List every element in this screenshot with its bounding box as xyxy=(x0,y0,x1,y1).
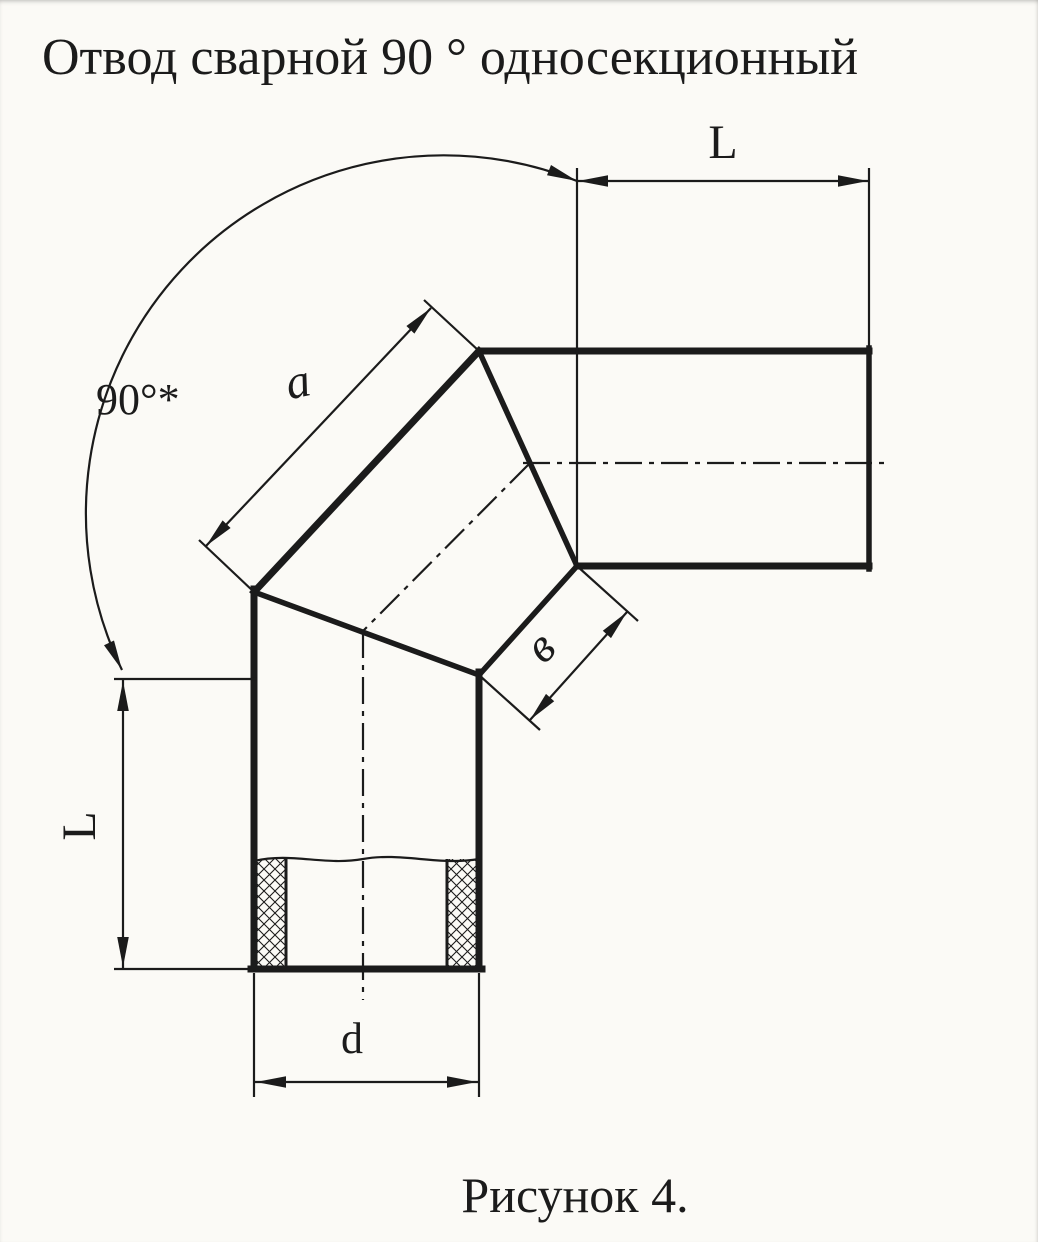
label-segment-b: в xyxy=(514,621,566,674)
miter-inner-face xyxy=(475,562,581,679)
label-segment-a: a xyxy=(281,353,315,410)
break-line xyxy=(253,855,480,863)
drawing-title: Отвод сварной 90 ° односекционный xyxy=(42,29,858,86)
arrowhead xyxy=(104,640,122,670)
arrowhead xyxy=(406,308,431,334)
dim-L-top: L xyxy=(575,116,871,562)
arrowhead xyxy=(117,937,129,967)
label-top-length: L xyxy=(708,116,737,169)
arrowhead xyxy=(117,681,129,711)
miter-outer-face xyxy=(249,346,484,597)
arrowhead xyxy=(578,175,608,187)
arrowhead xyxy=(547,165,577,181)
wall-section xyxy=(253,855,480,969)
dim-L-left: L xyxy=(53,677,257,971)
dim-d: d xyxy=(252,973,481,1097)
dim-a: a xyxy=(198,299,480,593)
dimension-line xyxy=(205,307,432,547)
extension-line xyxy=(576,565,639,622)
extension-line xyxy=(478,674,541,731)
figure-caption: Рисунок 4. xyxy=(461,1167,688,1223)
centerline-diagonal xyxy=(362,463,530,632)
arrowhead xyxy=(256,1076,286,1088)
hatch-left-wall xyxy=(254,859,286,969)
weld-seam-2 xyxy=(250,588,483,679)
label-angle: 90°* xyxy=(96,375,180,424)
centerlines xyxy=(361,461,884,1000)
arrowhead xyxy=(602,612,627,639)
extension-line xyxy=(198,539,255,593)
label-diameter: d xyxy=(341,1014,363,1063)
hatch-right-wall xyxy=(447,859,479,969)
arrowhead xyxy=(206,520,231,546)
dim-angle: 90°* xyxy=(84,154,578,671)
arrowhead xyxy=(838,175,868,187)
pipe-outline xyxy=(247,345,873,973)
extension-line xyxy=(423,299,480,352)
arrowhead xyxy=(530,693,555,720)
arrowhead xyxy=(447,1076,477,1088)
angle-arc xyxy=(84,154,578,671)
label-left-length: L xyxy=(53,811,106,840)
weld-seam-1 xyxy=(475,347,581,570)
